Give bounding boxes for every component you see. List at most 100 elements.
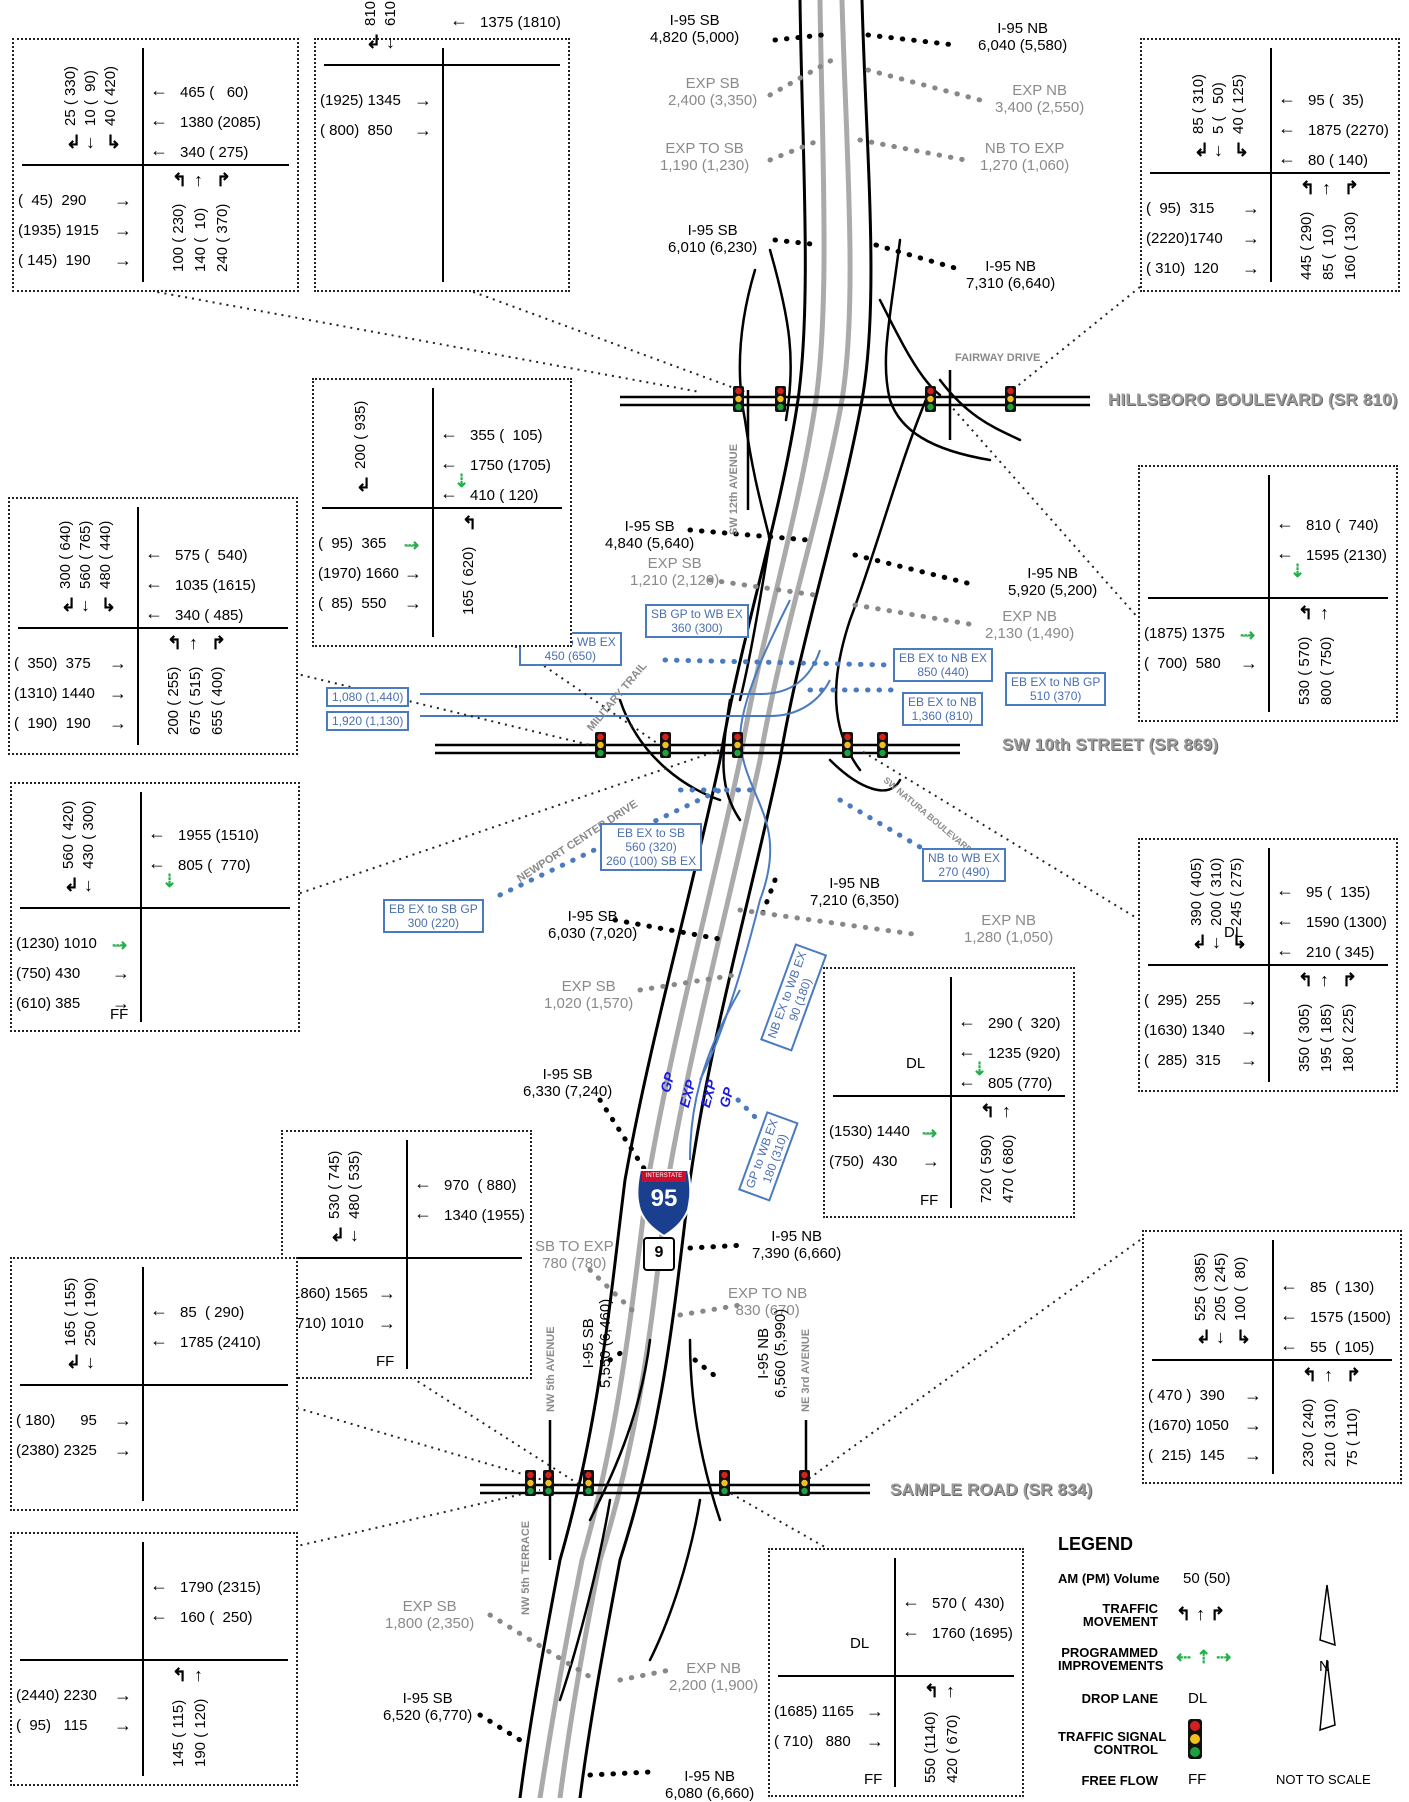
legend-programmed-arrows-icon: ⇠ ⇡ ⇢ <box>1176 1649 1231 1665</box>
box-cross-vertical <box>1272 1240 1274 1474</box>
mainline-vol: 6,520 (6,770) <box>383 1707 472 1724</box>
wb-approach-volume: 95 ( 35) <box>1308 92 1364 109</box>
movement-arrow-icon: ↰ <box>1298 605 1313 621</box>
wb-approach-volume: 340 ( 485) <box>175 607 243 624</box>
movement-arrow-icon: → <box>1240 1052 1258 1068</box>
movement-arrow-icon: ← <box>145 545 163 561</box>
movement-arrow-icon: → <box>1242 260 1260 276</box>
movement-arrow-icon: ↲ <box>1194 142 1209 158</box>
eb-approach-volume: ( 190) 190 <box>14 715 91 732</box>
movement-arrow-icon: ← <box>148 855 166 871</box>
road-ne3ave-label: NE 3rd AVENUE <box>800 1329 812 1412</box>
nb-approach-volume: 85 ( 10) <box>1320 224 1337 280</box>
eb-approach-volume: ( 85) 550 <box>318 595 386 612</box>
movement-arrow-icon: ← <box>150 1302 168 1318</box>
wb-approach-volume: 1790 (2315) <box>180 1579 261 1596</box>
intersection-box-b12: 525 ( 385)205 ( 245)100 ( 80)↲↓↳←85 ( 13… <box>1142 1230 1402 1484</box>
eb-approach-volume: ( 800) 850 <box>320 122 393 139</box>
movement-arrow-icon: → <box>866 1703 884 1719</box>
movement-arrow-icon: → <box>114 252 132 268</box>
movement-arrow-icon: → <box>404 595 422 611</box>
movement-arrow-icon: ← <box>440 455 458 471</box>
traffic-signal-icon <box>543 1470 554 1496</box>
mainline-vol: 6,080 (6,660) <box>665 1785 754 1802</box>
movement-arrow-icon: ← <box>145 605 163 621</box>
shield-9-number: 9 <box>646 1244 672 1261</box>
mainline-name: I-95 NB <box>755 1328 772 1379</box>
mainline-volume: SB TO EXP780 (780) <box>535 1238 614 1272</box>
sb-approach-volume: 480 ( 440) <box>97 521 114 589</box>
eb-approach-volume: (1935) 1915 <box>18 222 99 239</box>
mainline-vol: 3,400 (2,550) <box>995 99 1084 116</box>
movement-arrow-icon: → <box>1240 1022 1258 1038</box>
mainline-vol: 6,560 (5,990) <box>772 1309 789 1398</box>
mainline-vol: 5,550 (6,460) <box>597 1299 614 1388</box>
traffic-signal-icon <box>732 732 743 758</box>
sb-approach-volume: 480 ( 535) <box>346 1151 363 1219</box>
movement-arrow-icon: ← <box>150 82 168 98</box>
movement-arrow-icon: ↲ <box>1192 934 1207 950</box>
movement-arrow-icon: ↓ <box>84 877 93 893</box>
wb-approach-volume: 970 ( 880) <box>444 1177 517 1194</box>
movement-arrow-icon: ← <box>450 12 468 28</box>
legend-north-label: N <box>1319 1658 1330 1675</box>
movement-arrow-icon: → <box>414 122 432 138</box>
movement-arrow-icon: ↰ <box>172 172 187 188</box>
movement-arrow-icon: ↰ <box>462 515 477 531</box>
movement-arrow-icon: ↑ <box>194 172 203 188</box>
traffic-signal-icon <box>1005 386 1016 412</box>
movement-arrow-icon: ↱ <box>1344 180 1359 196</box>
wb-approach-volume: 80 ( 140) <box>1308 152 1368 169</box>
ramp-wb-volume-1: 1,080 (1,440) <box>326 687 409 707</box>
sb-approach-volume: 100 ( 80) <box>1232 1257 1249 1321</box>
wb-approach-volume: 575 ( 540) <box>175 547 248 564</box>
sb-approach-volume: 85 ( 310) <box>1190 74 1207 134</box>
mainline-vol: 1,210 (2,120) <box>630 572 719 589</box>
eb-approach-volume: ( 350) 375 <box>14 655 91 672</box>
volume-leaders <box>480 35 980 1775</box>
legend-movement-label: TRAFFIC MOVEMENT <box>1058 1602 1158 1628</box>
wb-approach-volume: 85 ( 130) <box>1310 1279 1374 1296</box>
mainline-volume: I-95 SB5,550 (6,460) <box>580 1299 614 1388</box>
movement-arrow-icon: ← <box>414 1175 432 1191</box>
movement-arrow-icon: ↓ <box>81 597 90 613</box>
sb-approach-volume: 40 ( 420) <box>102 66 119 126</box>
movement-arrow-icon: ↰ <box>980 1103 995 1119</box>
intersection-box-b10: 530 ( 745)480 ( 535)↲↓←970 ( 880)←1340 (… <box>281 1130 532 1379</box>
box-cross-vertical <box>1270 48 1272 282</box>
nb-approach-volume: 200 ( 255) <box>165 667 182 735</box>
movement-arrow-icon: ← <box>1280 1277 1298 1293</box>
movement-arrow-icon: ↱ <box>1342 972 1357 988</box>
mainline-volume: I-95 SB6,030 (7,020) <box>548 908 637 942</box>
nb-approach-volume: 240 ( 370) <box>214 204 231 272</box>
movement-arrow-icon: ↓ <box>350 1227 359 1243</box>
intersection-box-b3: 85 ( 310)5 ( 50)40 ( 125)↲↓↳←95 ( 35)←18… <box>1140 38 1400 292</box>
legend-programmed-label: PROGRAMMED IMPROVEMENTS <box>1058 1646 1158 1672</box>
wb-approach-volume: 210 ( 345) <box>1306 944 1374 961</box>
movement-arrow-icon: ↑ <box>1002 1103 1011 1119</box>
mainline-name: I-95 NB <box>1027 565 1078 582</box>
mainline-name: I-95 SB <box>688 222 738 239</box>
wb-approach-volume: 1595 (2130) <box>1306 547 1387 564</box>
intersection-box-b9: ←290 ( 320)←1235 (920)←805 (770)(1530) 1… <box>823 967 1075 1218</box>
movement-arrow-icon: ↰ <box>1302 1367 1317 1383</box>
mainline-name: EXP NB <box>1002 608 1057 625</box>
mainline-vol: 5,920 (5,200) <box>1008 582 1097 599</box>
nb-approach-volume: 420 ( 670) <box>944 1715 961 1783</box>
box-cross-horizontal <box>18 627 288 629</box>
road-sw12-label: SW 12th AVENUE <box>728 444 740 535</box>
free-flow-label: FF <box>920 1192 938 1209</box>
ramp-wb-volume-2: 1,920 (1,130) <box>326 711 409 731</box>
mainline-vol: 4,840 (5,640) <box>605 535 694 552</box>
movement-arrow-icon: ← <box>414 1205 432 1221</box>
movement-arrow-icon: ← <box>1280 1307 1298 1323</box>
mainline-vol: 1,190 (1,230) <box>660 157 749 174</box>
traffic-signal-icon <box>719 1470 730 1496</box>
movement-arrow-icon: ↲ <box>61 597 76 613</box>
movement-arrow-icon: ↰ <box>172 1667 187 1683</box>
traffic-signal-icon <box>775 386 786 412</box>
